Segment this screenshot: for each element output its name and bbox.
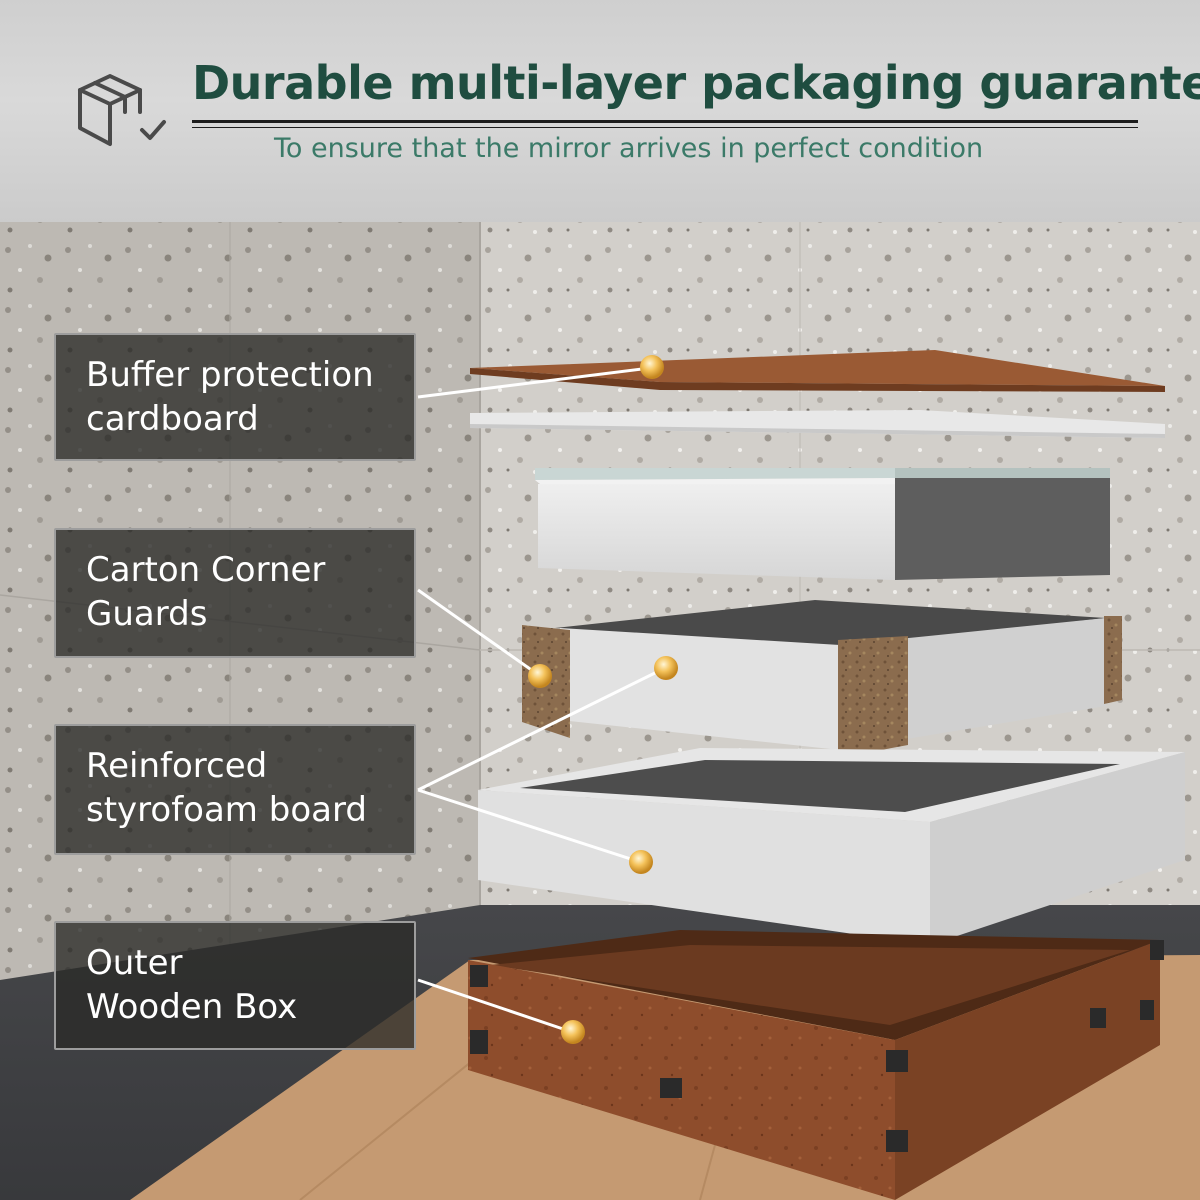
label-line: Outer [86,943,183,983]
label-line: Buffer protection [86,355,374,395]
marker-dots [528,355,678,1044]
leader-line-wooden-box [417,978,573,1034]
styrofoam-tray-inner [520,760,1120,812]
label-line: Wooden Box [86,987,298,1027]
foam-sheet [470,410,1165,438]
mirror-box-side [895,478,1110,580]
label-buffer-cardboard: Buffer protection cardboard [54,333,416,461]
corner-frame-inner [555,600,1106,648]
mirror-box-front [538,484,895,580]
marker-dot-icon [640,355,664,379]
leader-line-styrofoam-b [417,788,641,864]
label-line: Reinforced [86,746,268,786]
label-styrofoam-board: Reinforced styrofoam board [54,724,416,855]
box-check-icon [78,74,166,146]
label-line: Guards [86,594,208,634]
title-divider [192,120,1138,123]
leader-line-styrofoam-a [417,666,666,792]
marker-dot-icon [654,656,678,680]
leader-line-corner-guards [417,588,541,678]
leader-line-cardboard [417,366,651,399]
label-line: Carton Corner [86,550,326,590]
page-title: Durable multi-layer packaging guarantee [192,56,1200,110]
marker-dot-icon [528,664,552,688]
corner-guard-right [838,636,908,758]
title-divider-thin [192,127,1138,128]
wooden-box-interior [490,945,1130,1025]
marker-dot-icon [629,850,653,874]
label-line: styrofoam board [86,790,367,830]
corner-frame-front [560,628,840,750]
packaging-layers-illustration [0,222,1200,1200]
label-line: cardboard [86,399,259,439]
label-wooden-box: Outer Wooden Box [54,921,416,1050]
styrofoam-tray-front [478,790,930,945]
buffer-cardboard-sheet [470,350,1165,386]
label-corner-guards: Carton Corner Guards [54,528,416,658]
wooden-box-side [895,940,1160,1200]
header-band: Durable multi-layer packaging guarantee … [0,0,1200,222]
marker-dot-icon [561,1020,585,1044]
styrofoam-tray-side [930,752,1185,945]
page-subtitle: To ensure that the mirror arrives in per… [274,133,984,164]
